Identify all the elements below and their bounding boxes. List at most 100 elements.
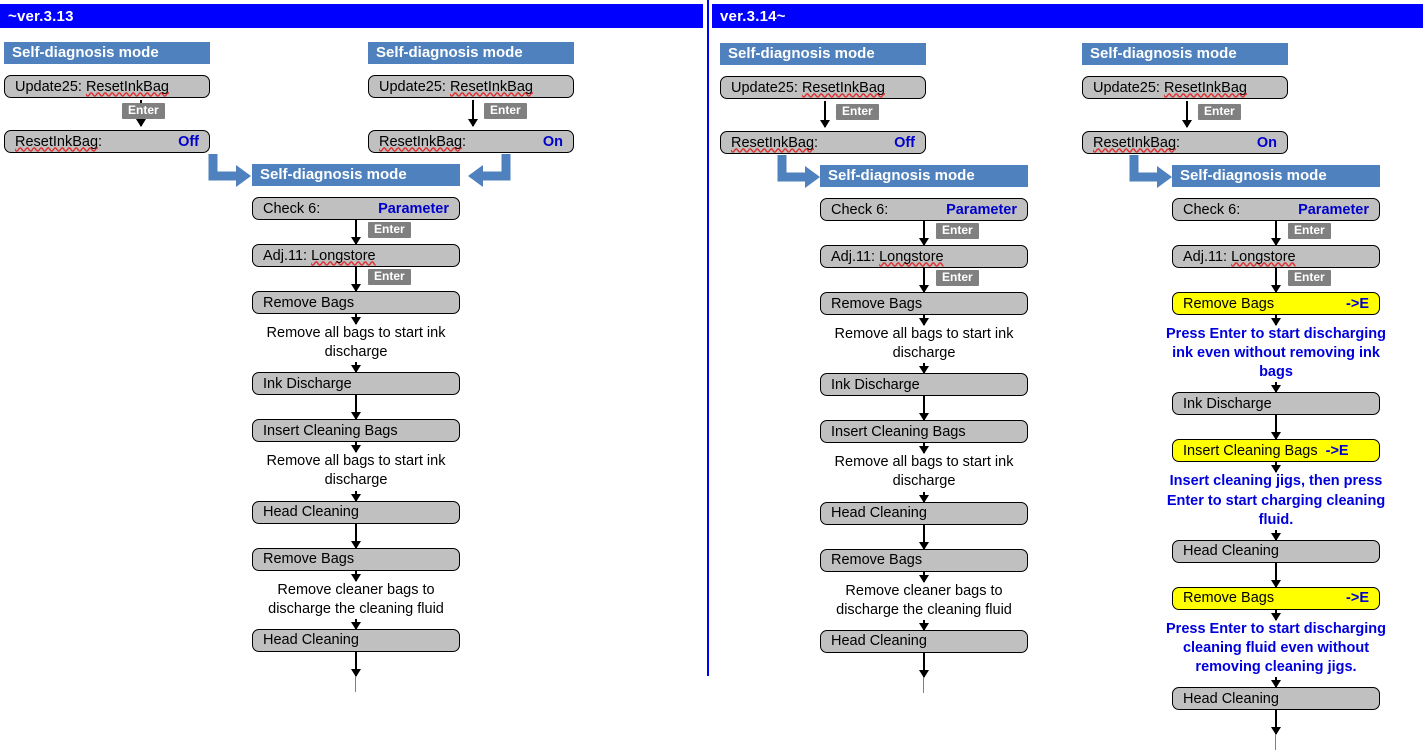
node-label: Head Cleaning — [263, 504, 359, 520]
down-arrow-icon — [919, 619, 929, 631]
flow-caption: Remove cleaner bags to discharge the cle… — [836, 582, 1012, 618]
node-check-6[interactable]: Check 6: Parameter — [1172, 198, 1380, 221]
node-label: ResetInkBag: — [379, 133, 467, 150]
node-label: Update25: ResetInkBag — [731, 79, 885, 96]
down-arrow-icon — [1271, 415, 1281, 441]
node-resetinkbag-on[interactable]: ResetInkBag: On — [368, 130, 574, 153]
down-arrow-icon — [351, 395, 361, 421]
down-arrow-icon — [351, 220, 361, 245]
node-label: Update25: ResetInkBag — [379, 78, 533, 95]
node-value: Off — [178, 133, 199, 150]
node-label: Head Cleaning — [263, 632, 359, 649]
mode-header: Self-diagnosis mode — [4, 42, 210, 64]
node-value: Parameter — [946, 201, 1017, 218]
node-resetinkbag-off[interactable]: ResetInkBag: Off — [720, 131, 926, 154]
node-update25-resetinkbag[interactable]: Update25: ResetInkBag — [720, 76, 926, 99]
node-head-cleaning[interactable]: Head Cleaning — [820, 501, 1028, 525]
node-remove-bags[interactable]: Remove Bags — [820, 548, 1028, 572]
mode-header: Self-diagnosis mode — [252, 164, 460, 186]
node-label: Update25: ResetInkBag — [15, 78, 169, 95]
down-arrow-icon — [919, 571, 929, 583]
node-update25-resetinkbag[interactable]: Update25: ResetInkBag — [4, 75, 210, 98]
node-insert-cleaning-bags[interactable]: Insert Cleaning Bags — [252, 419, 460, 443]
node-label: Remove Bags — [1183, 295, 1275, 312]
flow-caption: Insert cleaning jigs, then press Enter t… — [1166, 473, 1386, 528]
flow-caption: Remove all bags to start ink discharge — [266, 325, 446, 361]
node-check-6[interactable]: Check 6:Parameter — [252, 197, 460, 220]
flow-column-left-on: Self-diagnosis mode Update25: ResetInkBa… — [368, 42, 574, 153]
down-arrow-icon — [919, 491, 929, 503]
node-adj-11-longstore[interactable]: Adj.11: Longstore — [820, 245, 1028, 268]
down-arrow-icon — [351, 570, 361, 582]
node-adj-11-longstore[interactable]: Adj.11: Longstore — [252, 244, 460, 267]
node-label: Ink Discharge — [263, 375, 352, 392]
node-insert-cleaning-bags[interactable]: Insert Cleaning Bags — [820, 420, 1028, 444]
node-remove-bags[interactable]: Remove Bags->E — [1172, 292, 1380, 315]
panel-version-3-13: ~ver.3.13 Self-diagnosis mode Update25: … — [0, 0, 704, 692]
node-head-cleaning[interactable]: Head Cleaning — [252, 500, 460, 524]
enter-badge: Enter — [936, 223, 979, 239]
node-label: Insert Cleaning Bags — [1183, 442, 1318, 459]
node-value: Off — [894, 134, 915, 151]
node-label: Head Cleaning — [1183, 690, 1279, 707]
mode-header: Self-diagnosis mode — [820, 165, 1028, 187]
node-label: Check 6: — [1183, 201, 1241, 218]
node-label: Remove Bags — [263, 551, 355, 567]
down-arrow-icon — [1271, 268, 1281, 293]
hook-arrow-left-icon — [468, 154, 511, 187]
down-arrow-icon — [351, 490, 361, 502]
enter-badge: Enter — [368, 269, 411, 285]
version-bar-left: ~ver.3.13 — [0, 4, 703, 28]
node-ink-discharge[interactable]: Ink Discharge — [820, 373, 1028, 397]
down-arrow-icon — [351, 651, 361, 677]
enter-badge: Enter — [1288, 223, 1331, 239]
panel-version-3-14: ver.3.14~ Self-diagnosis mode Update25: … — [712, 0, 1423, 750]
flow-caption: Remove all bags to start ink discharge — [266, 453, 446, 489]
node-label: Insert Cleaning Bags — [263, 422, 398, 439]
node-update25-resetinkbag[interactable]: Update25: ResetInkBag — [368, 75, 574, 98]
node-head-cleaning[interactable]: Head Cleaning — [252, 628, 460, 652]
flow-caption: Press Enter to start discharging cleanin… — [1166, 620, 1386, 675]
node-value: Parameter — [1298, 201, 1369, 218]
node-insert-cleaning-bags[interactable]: Insert Cleaning Bags->E — [1172, 439, 1380, 463]
flow-continuation-line — [1275, 734, 1276, 750]
down-arrow-icon — [351, 523, 361, 549]
node-adj-11-longstore[interactable]: Adj.11: Longstore — [1172, 245, 1380, 268]
mode-header: Self-diagnosis mode — [368, 42, 574, 64]
down-arrow-icon — [351, 442, 361, 454]
node-check-6[interactable]: Check 6:Parameter — [820, 198, 1028, 221]
down-arrow-icon — [919, 396, 929, 422]
down-arrow-icon — [1182, 101, 1192, 128]
down-arrow-icon — [919, 652, 929, 678]
node-ink-discharge[interactable]: Ink Discharge — [252, 372, 460, 396]
node-remove-bags[interactable]: Remove Bags->E — [1172, 586, 1380, 610]
enter-badge: Enter — [836, 104, 879, 120]
node-label: Check 6: — [263, 200, 321, 217]
node-head-cleaning[interactable]: Head Cleaning — [820, 629, 1028, 653]
node-resetinkbag-off[interactable]: ResetInkBag: Off — [4, 130, 210, 153]
enter-badge: Enter — [1198, 104, 1241, 120]
down-arrow-icon — [1271, 315, 1281, 326]
version-bar-right: ver.3.14~ — [712, 4, 1423, 28]
node-remove-bags[interactable]: Remove Bags — [820, 292, 1028, 315]
flow-column-left-off: Self-diagnosis mode Update25: ResetInkBa… — [4, 42, 210, 153]
node-head-cleaning[interactable]: Head Cleaning — [1172, 539, 1380, 563]
node-label: Adj.11: Longstore — [831, 248, 944, 265]
node-remove-bags[interactable]: Remove Bags — [252, 291, 460, 314]
node-resetinkbag-on[interactable]: ResetInkBag: On — [1082, 131, 1288, 154]
flow-caption: Remove all bags to start ink discharge — [834, 454, 1014, 490]
down-arrow-icon — [351, 362, 361, 374]
node-ink-discharge[interactable]: Ink Discharge — [1172, 392, 1380, 416]
enter-badge: Enter — [1288, 270, 1331, 286]
node-remove-bags[interactable]: Remove Bags — [252, 547, 460, 571]
down-arrow-icon — [919, 443, 929, 455]
flow-caption: Remove cleaner bags to discharge the cle… — [268, 581, 444, 617]
down-arrow-icon — [1271, 529, 1281, 541]
node-label: Ink Discharge — [831, 376, 920, 393]
flow-column-right-on: Self-diagnosis mode Update25: ResetInkBa… — [1082, 43, 1288, 154]
down-arrow-icon — [820, 101, 830, 128]
enter-badge: Enter — [484, 103, 527, 119]
node-head-cleaning[interactable]: Head Cleaning — [1172, 687, 1380, 711]
node-update25-resetinkbag[interactable]: Update25: ResetInkBag — [1082, 76, 1288, 99]
